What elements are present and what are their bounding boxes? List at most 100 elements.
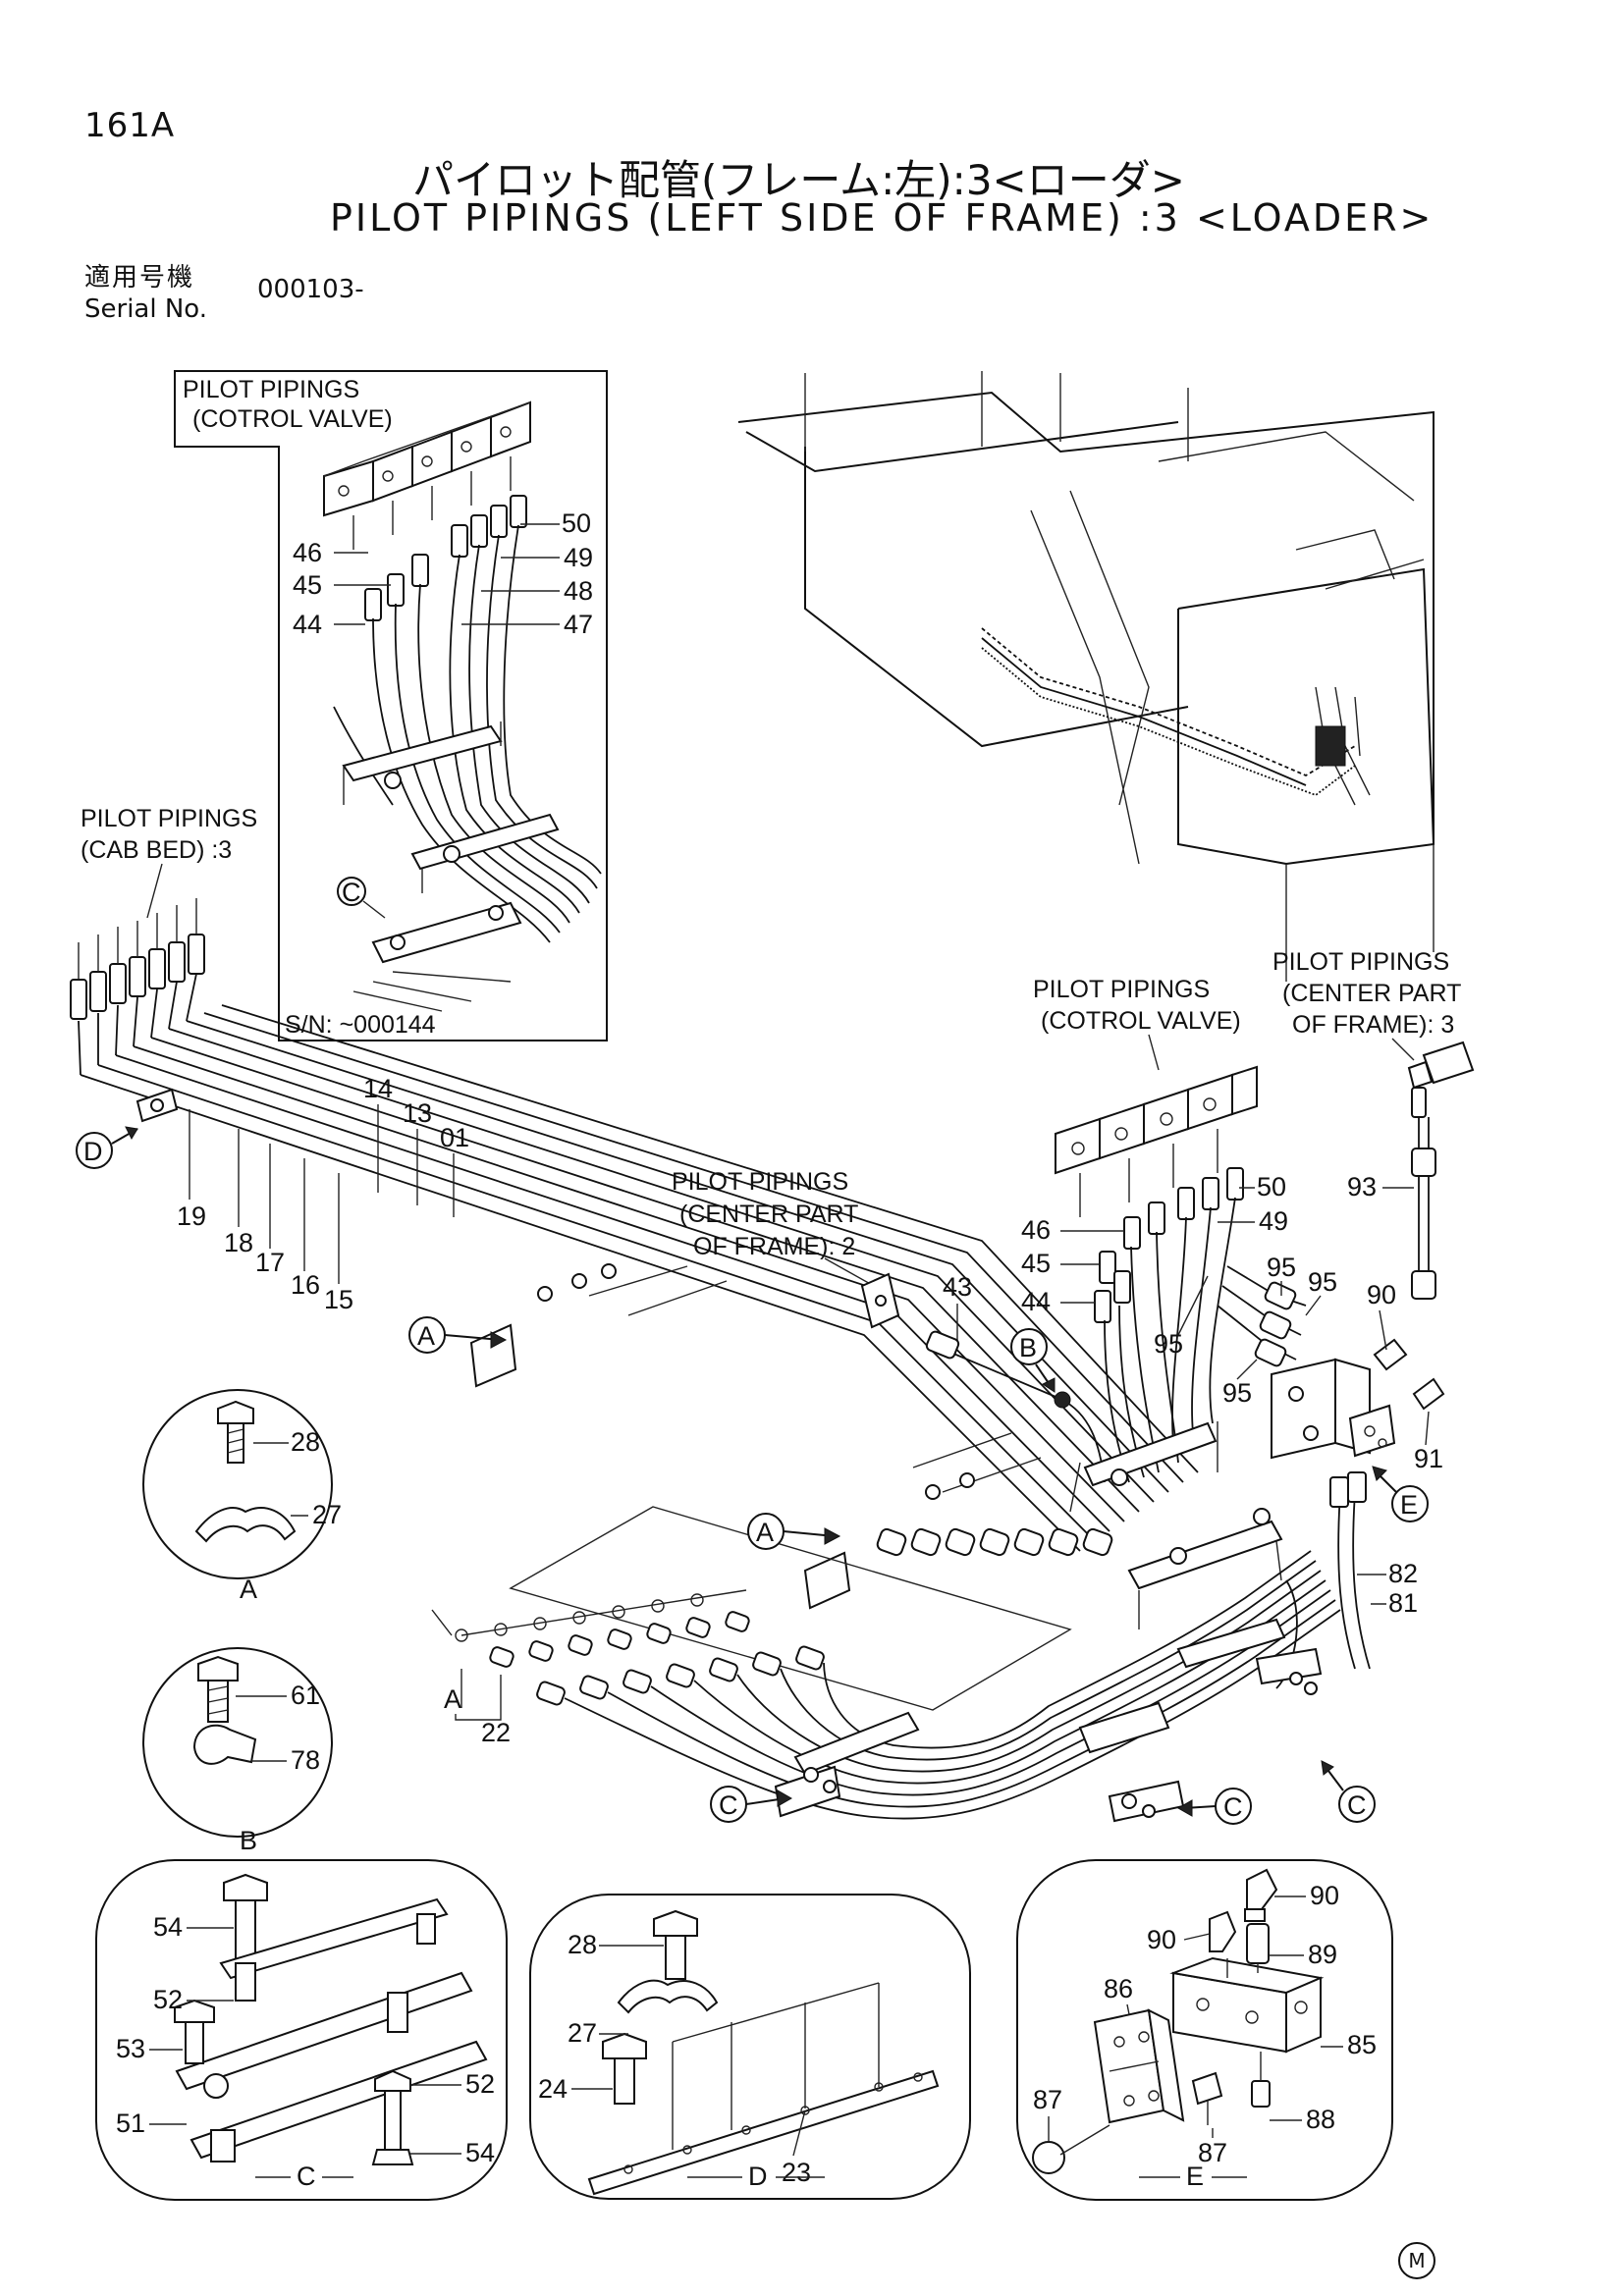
part-93: 93 xyxy=(1347,1172,1377,1201)
lower-hose-loop: A 22 xyxy=(431,1550,1341,1823)
inset-part-50: 50 xyxy=(562,508,591,538)
detail-c-part-54-bottom: 54 xyxy=(465,2138,495,2167)
main-run-end-fittings xyxy=(876,1527,1113,1557)
part-95-b: 95 xyxy=(1308,1267,1337,1297)
ref-marker-c-mid: C xyxy=(1176,1788,1252,1825)
machine-frame-drawing xyxy=(737,371,1435,982)
inset-part-48: 48 xyxy=(564,576,593,606)
part-18: 18 xyxy=(224,1228,253,1257)
part-22: 22 xyxy=(481,1718,511,1747)
svg-text:C: C xyxy=(1223,1792,1243,1822)
detail-d-label: D xyxy=(748,2162,768,2191)
detail-c-part-52-right: 52 xyxy=(465,2069,495,2099)
footer-m-mark: M xyxy=(1398,2242,1435,2279)
inset-part-labels: 50 49 48 47 46 45 44 C xyxy=(293,508,593,919)
serial-number-value: 000103- xyxy=(257,275,364,304)
cab-bed-line1: PILOT PIPINGS xyxy=(81,805,257,832)
main-part-labels: 14 13 01 19 18 17 16 15 xyxy=(177,1074,469,1314)
detail-a: 28 27 A xyxy=(142,1389,342,1604)
inset-part-46: 46 xyxy=(293,538,322,567)
ref-marker-c-right: C xyxy=(1321,1760,1376,1823)
svg-text:A: A xyxy=(756,1518,774,1547)
detail-e-label: E xyxy=(1186,2162,1204,2191)
detail-e-part-85: 85 xyxy=(1347,2030,1377,2059)
ref-marker-e: E xyxy=(1372,1466,1429,1522)
center3-line3: OF FRAME): 3 xyxy=(1292,1011,1454,1039)
page-number: 161A xyxy=(84,106,176,145)
inset-ref-c-marker xyxy=(337,877,366,906)
part-01: 01 xyxy=(440,1123,469,1152)
serial-label-english: Serial No. xyxy=(84,294,207,324)
callout-center-part-2: PILOT PIPINGS (CENTER PART OF FRAME): 2 … xyxy=(672,1168,1106,1483)
detail-e-part-90-mid: 90 xyxy=(1147,1925,1176,1954)
part-81: 81 xyxy=(1388,1588,1418,1618)
cv-line2: (COTROL VALVE) xyxy=(1041,1007,1241,1035)
center2-line3: OF FRAME): 2 xyxy=(693,1233,855,1260)
part-50-right: 50 xyxy=(1257,1172,1286,1201)
part-45-right: 45 xyxy=(1021,1249,1051,1278)
center2-line1: PILOT PIPINGS xyxy=(672,1168,848,1196)
detail-c-part-54-top: 54 xyxy=(153,1912,183,1942)
detail-d-part-24: 24 xyxy=(538,2074,568,2104)
detail-e-part-88: 88 xyxy=(1306,2105,1335,2134)
part-91: 91 xyxy=(1414,1444,1443,1473)
part-49-right: 49 xyxy=(1259,1206,1288,1236)
ref-marker-a-lower: A xyxy=(747,1513,841,1550)
title-japanese: パイロット配管(フレーム:左):3<ローダ> xyxy=(412,156,1185,204)
part-13: 13 xyxy=(403,1098,432,1128)
lower-fittings-row xyxy=(431,1589,825,1706)
detail-e-part-86: 86 xyxy=(1104,1974,1133,2003)
detail-d-part-28: 28 xyxy=(568,1930,597,1959)
inset-part-45: 45 xyxy=(293,570,322,600)
part-44-right: 44 xyxy=(1021,1287,1051,1316)
detail-e-part-87-bottom: 87 xyxy=(1198,2138,1227,2167)
inset-part-49: 49 xyxy=(564,543,593,572)
detail-b: 61 78 B xyxy=(142,1647,333,1855)
title-english: PILOT PIPINGS (LEFT SIDE OF FRAME) :3 <L… xyxy=(330,196,1435,240)
part-90-right: 90 xyxy=(1367,1280,1396,1309)
right-part-labels: 50 49 46 45 44 93 95 95 95 95 90 91 82 8… xyxy=(1021,1172,1443,1618)
detail-b-label: B xyxy=(240,1826,257,1855)
main-pipe-run xyxy=(70,898,1199,1711)
part-82: 82 xyxy=(1388,1559,1418,1588)
svg-text:B: B xyxy=(1019,1333,1037,1362)
detail-b-part-78: 78 xyxy=(291,1745,320,1775)
callout-control-valve: PILOT PIPINGS (COTROL VALVE) xyxy=(1033,976,1241,1071)
serial-label-japanese: 適用号機 xyxy=(84,263,195,293)
detail-e-part-90-top: 90 xyxy=(1310,1881,1339,1910)
detail-b-part-61: 61 xyxy=(291,1681,320,1710)
cab-bed-line2: (CAB BED) :3 xyxy=(81,836,232,864)
inset-serial-note: S/N: ~000144 xyxy=(285,1011,436,1039)
svg-text:C: C xyxy=(1347,1790,1367,1820)
inset-part-44: 44 xyxy=(293,610,322,639)
detail-c-part-53: 53 xyxy=(116,2034,145,2063)
inset-control-valve: PILOT PIPINGS (COTROL VALVE) S/N: ~00014… xyxy=(174,370,608,1041)
detail-c: 54 52 53 51 52 54 C xyxy=(95,1859,508,2201)
part-46-right: 46 xyxy=(1021,1215,1051,1245)
svg-text:D: D xyxy=(83,1137,103,1166)
part-43: 43 xyxy=(943,1272,972,1302)
detail-d-part-27: 27 xyxy=(568,2018,597,2048)
center2-line2: (CENTER PART xyxy=(679,1201,858,1228)
control-valve-assembly xyxy=(1055,1065,1445,1670)
inset-title-line1: PILOT PIPINGS xyxy=(183,376,359,403)
center3-line2: (CENTER PART xyxy=(1282,980,1461,1007)
inset-border xyxy=(174,370,608,1041)
part-16: 16 xyxy=(291,1270,320,1300)
detail-e-part-87-left: 87 xyxy=(1033,2085,1062,2114)
ref-marker-d: D xyxy=(76,1126,138,1169)
detail-c-part-52-left: 52 xyxy=(153,1985,183,2014)
cv-line1: PILOT PIPINGS xyxy=(1033,976,1210,1003)
part-a-label: A xyxy=(444,1684,461,1714)
center3-line1: PILOT PIPINGS xyxy=(1272,948,1449,976)
part-14: 14 xyxy=(363,1074,393,1103)
detail-a-part-27: 27 xyxy=(312,1500,342,1529)
svg-text:C: C xyxy=(719,1790,738,1820)
ref-marker-a-upper: A xyxy=(408,1316,508,1354)
ref-marker-b: B xyxy=(1010,1328,1056,1393)
part-15: 15 xyxy=(324,1285,353,1314)
part-17: 17 xyxy=(255,1248,285,1277)
detail-d-part-23: 23 xyxy=(782,2158,811,2187)
part-95-a: 95 xyxy=(1267,1253,1296,1282)
